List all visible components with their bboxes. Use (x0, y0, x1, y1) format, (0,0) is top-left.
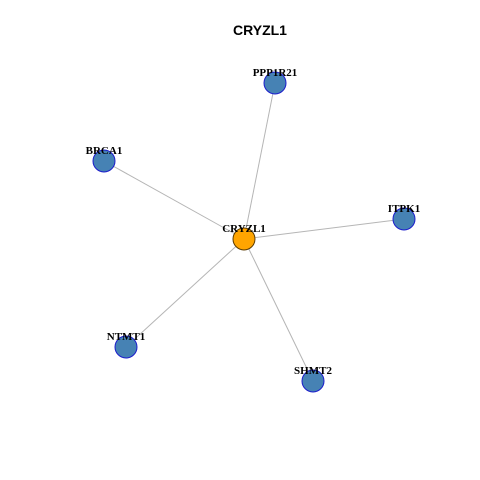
node-label-shmt2: SHMT2 (294, 365, 332, 377)
diagram-title: CRYZL1 (233, 22, 287, 38)
node-label-cryzl1: CRYZL1 (222, 223, 266, 235)
edge-cryzl1-brca1 (103, 160, 245, 240)
node-itpk1[interactable] (392, 207, 416, 231)
node-label-ntmt1: NTMT1 (107, 331, 146, 343)
edge-cryzl1-ppp1r21 (243, 82, 276, 240)
node-brca1[interactable] (92, 149, 116, 173)
edge-cryzl1-itpk1 (243, 218, 405, 240)
node-ppp1r21[interactable] (263, 71, 287, 95)
node-label-brca1: BRCA1 (86, 145, 123, 157)
node-label-itpk1: ITPK1 (388, 203, 420, 215)
edge-cryzl1-shmt2 (243, 238, 314, 382)
edges-layer (103, 82, 405, 382)
node-ntmt1[interactable] (114, 335, 138, 359)
edge-cryzl1-ntmt1 (125, 238, 245, 348)
node-cryzl1[interactable] (232, 227, 256, 251)
node-shmt2[interactable] (301, 369, 325, 393)
nodes-layer (92, 71, 416, 393)
node-label-ppp1r21: PPP1R21 (253, 67, 298, 79)
